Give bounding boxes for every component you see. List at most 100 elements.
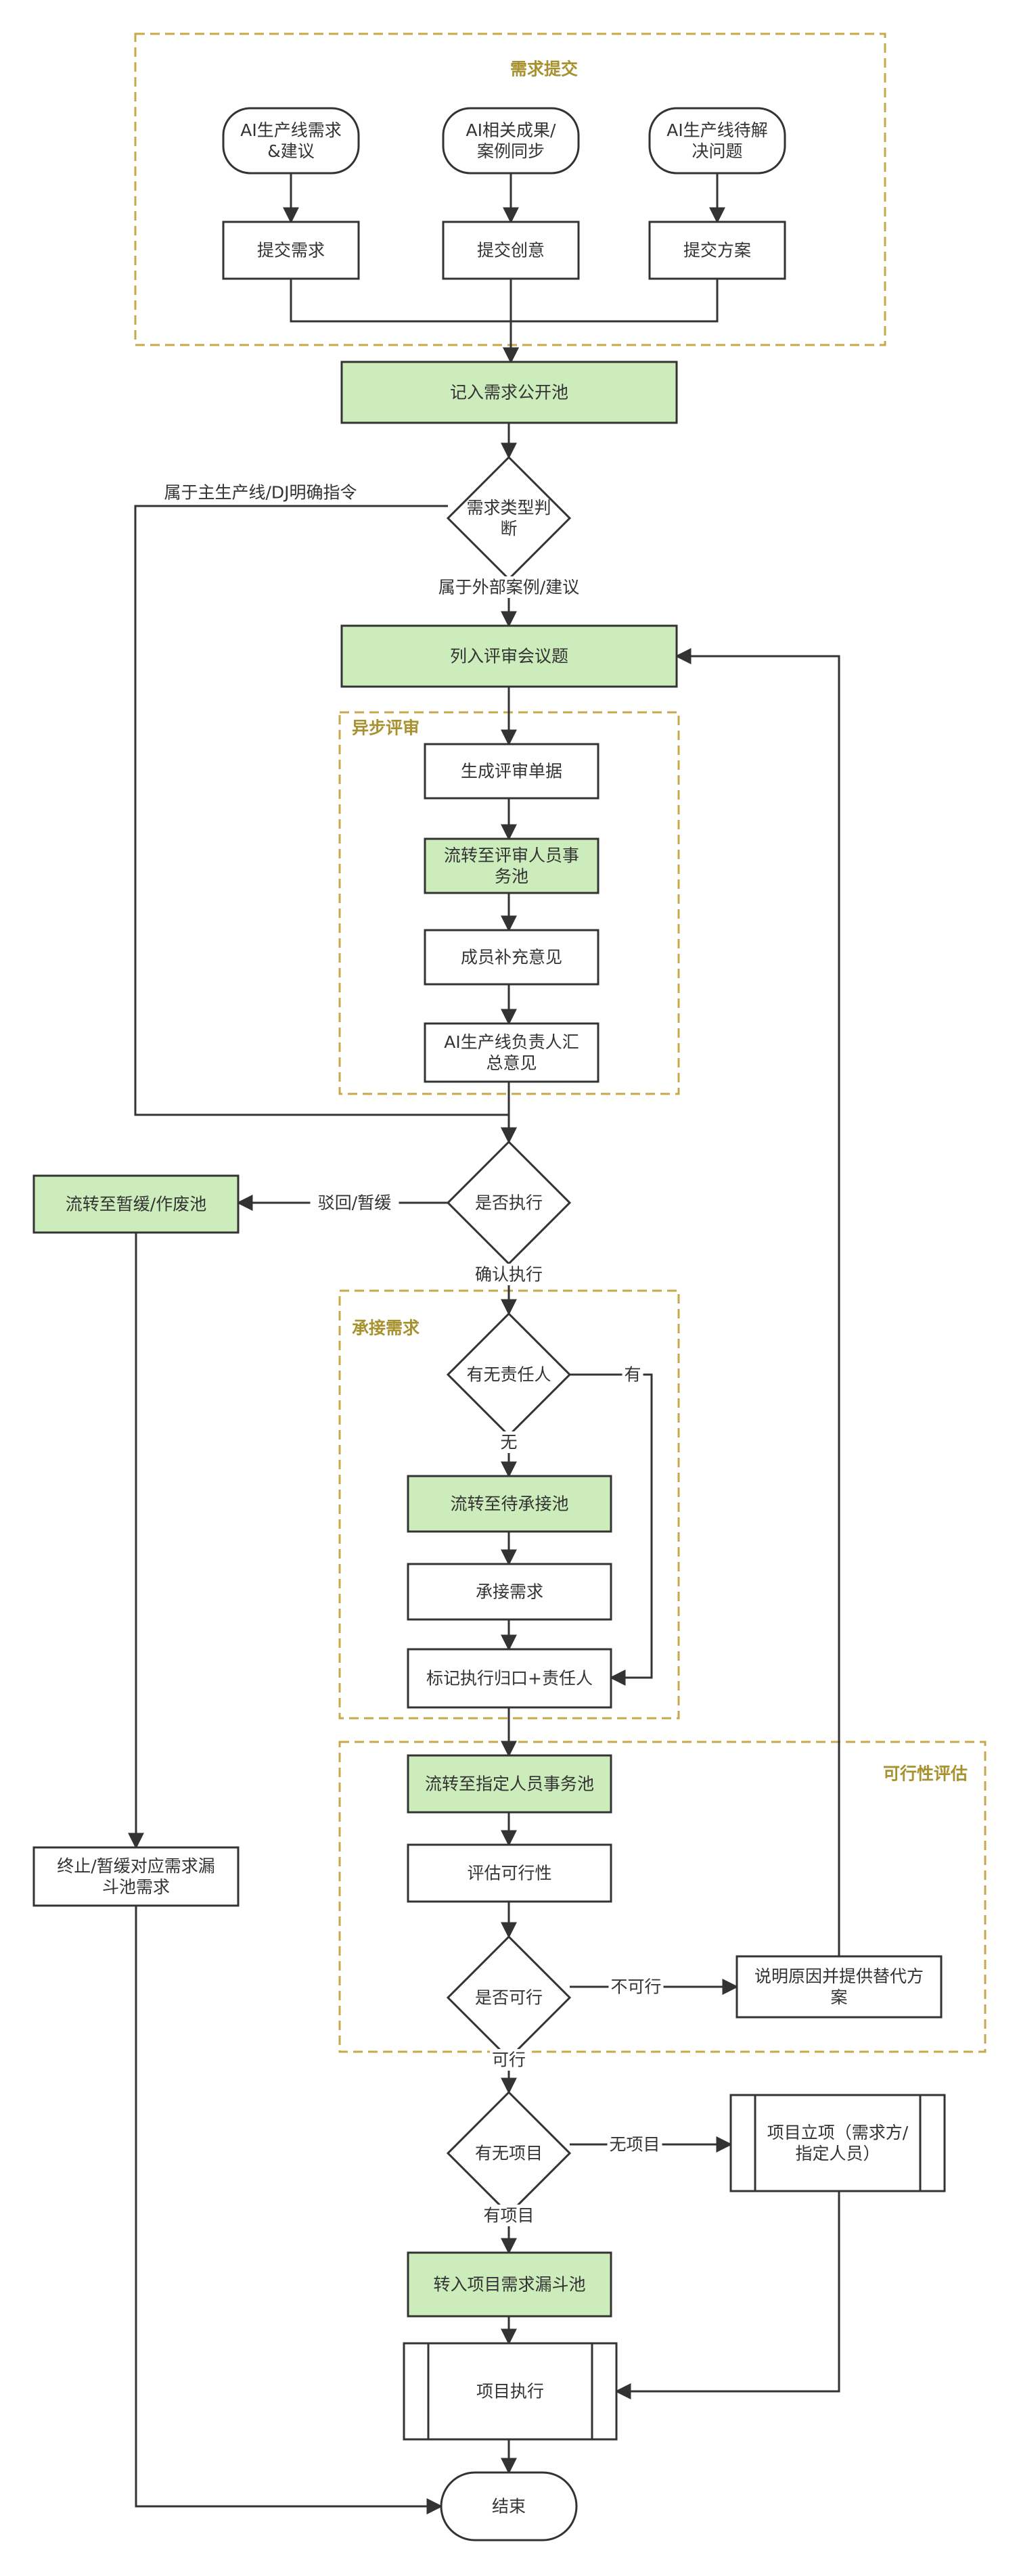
edge-label-background [608,1976,664,1998]
start-shape [648,107,786,175]
node-label: 结束 [492,2497,526,2516]
node-label: 提交创意 [477,241,545,260]
node-label: 评估可行性 [467,1864,551,1883]
node-rect: 流转至暂缓/作废池 [32,1174,240,1234]
node-diamond: 是否可行 [446,1935,572,2061]
edge-label-background [481,2205,537,2226]
start-shape [222,107,360,175]
node-label: 提交需求 [257,241,325,260]
node-rect: 标记执行归口+责任人 [407,1648,612,1709]
edge-label: 无 [500,1433,517,1452]
process-shape [735,1955,943,2019]
edge-label-background [148,482,373,503]
start-shape [442,107,580,175]
node-diamond: 有无项目 [446,2090,572,2216]
edge-label-background [622,1364,643,1385]
label-layer: 属于主生产线/DJ明确指令属于外部案例/建议驳回/暂缓确认执行有无不可行可行无项… [148,482,664,2226]
process-shape [442,221,580,280]
node-label: 指定人员） [795,2144,880,2163]
node-label: 案 [830,1987,847,2007]
process-shape [407,1475,612,1533]
process-shape [648,221,786,280]
edge-label: 有 [624,1365,641,1385]
node-label: 有无责任人 [466,1365,551,1385]
node-label: 是否可行 [475,1988,543,2008]
node-label: 承接需求 [476,1582,543,1602]
node-rect: 提交创意 [442,221,580,280]
node-label: 总意见 [486,1053,537,1073]
process-shape [424,1022,599,1083]
edge-label: 可行 [492,2050,526,2070]
node-label: 生成评审单据 [461,762,562,781]
edge-label: 无项目 [609,2135,660,2155]
edge-label: 驳回/暂缓 [318,1193,391,1213]
process-shape [424,929,599,986]
node-label: 转入项目需求漏斗池 [433,2275,585,2295]
node-process: 项目执行 [403,2342,618,2441]
process-shape [407,2251,612,2318]
node-label: 项目执行 [476,2382,544,2401]
edge-n16-n19 [570,1373,653,1686]
process-shape [32,1846,240,1907]
node-label: 务池 [495,867,528,886]
edge-label: 属于外部案例/建议 [438,578,579,597]
node-diamond: 是否执行 [446,1140,572,1266]
edge-label: 不可行 [610,1977,661,1997]
node-rect: 列入评审会议题 [340,624,678,688]
decision-shape [446,455,572,581]
node-rect: 提交方案 [648,221,786,280]
node-label: AI相关成果/ [466,120,556,140]
node-label: 流转至评审人员事 [444,846,579,865]
edge-label: 属于主生产线/DJ明确指令 [164,483,357,503]
node-rect: 流转至指定人员事务池 [407,1754,612,1814]
node-rect: 成员补充意见 [424,929,599,986]
node-label: 需求类型判 [466,498,551,518]
node-diamond: 有无责任人 [446,1312,572,1438]
process-shape [222,221,360,280]
node-terminal: 结束 [440,2471,578,2542]
edge-label-background [310,1192,399,1214]
edge-label-background [498,1431,520,1453]
node-label: 列入评审会议题 [450,647,568,666]
node-rect: 评估可行性 [407,1843,612,1903]
edge-label: 有项目 [483,2206,534,2226]
node-label: 成员补充意见 [461,948,562,967]
edge-label-background [430,576,587,598]
node-rect: 提交需求 [222,221,360,280]
node-rect: 生成评审单据 [424,743,599,800]
node-rect: 承接需求 [407,1563,612,1621]
process-shape [407,1754,612,1814]
node-label: AI生产线负责人汇 [444,1032,579,1052]
terminal-shape [440,2471,578,2542]
edge-n23-n9 [675,648,840,1956]
node-label: 项目立项（需求方/ [767,2123,909,2142]
process-shape [407,1563,612,1621]
node-label: 标记执行归口+责任人 [426,1669,593,1688]
node-label: 终止/暂缓对应需求漏 [57,1856,214,1876]
group-title: 可行性评估 [883,1764,968,1784]
node-rounded: AI相关成果/案例同步 [442,107,580,175]
subprocess-shape [729,2094,946,2192]
edge-label-background [490,2049,528,2071]
process-shape [407,1648,612,1709]
group-title: 需求提交 [510,60,578,79]
edge-n6-n7 [503,279,719,364]
edge-n24-n29 [135,1906,443,2514]
edge-label: 确认执行 [475,1265,543,1285]
process-shape [407,1843,612,1903]
node-label: 提交方案 [683,241,751,260]
node-label: 是否执行 [475,1193,543,1213]
node-label: 记入需求公开池 [450,383,568,402]
node-label: AI生产线待解 [666,120,767,140]
node-rect: 记入需求公开池 [340,361,678,424]
node-label: 有无项目 [475,2144,543,2163]
node-process: 项目立项（需求方/指定人员） [729,2094,946,2192]
node-rounded: AI生产线需求&建议 [222,107,360,175]
